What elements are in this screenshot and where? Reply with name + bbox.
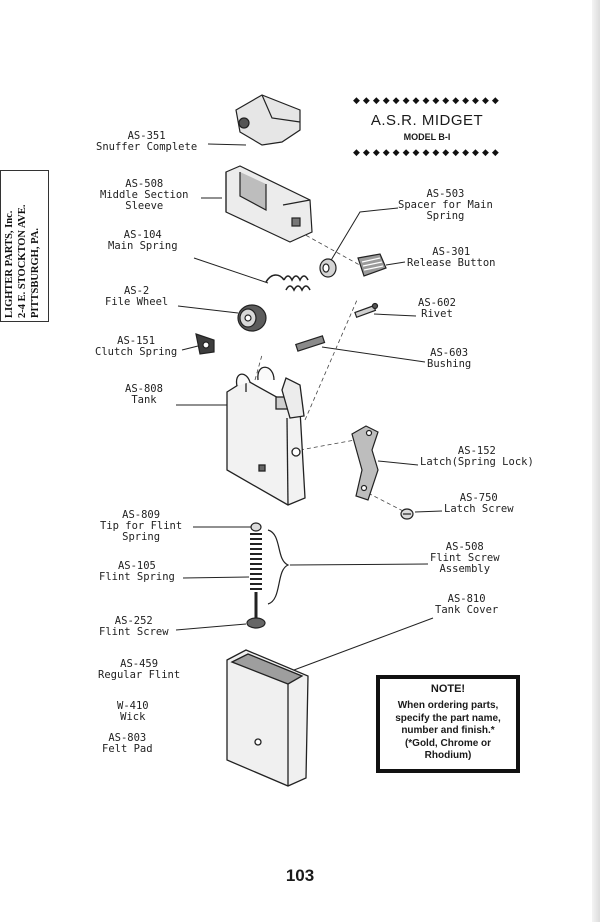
ordering-note: NOTE! When ordering parts, specify the p… bbox=[376, 675, 520, 773]
note-heading: NOTE! bbox=[430, 683, 466, 695]
leader-snuffer bbox=[207, 143, 247, 146]
tank-part bbox=[226, 366, 306, 506]
file-wheel-part bbox=[237, 304, 267, 332]
page-edge-shadow bbox=[592, 0, 600, 922]
rivet-part bbox=[354, 302, 379, 319]
latch-part bbox=[351, 425, 379, 501]
middle-sleeve-part bbox=[225, 165, 313, 243]
leader-tank-cover bbox=[293, 617, 434, 671]
diagram-title: A.S.R. MIDGET bbox=[370, 112, 484, 129]
leader-latch bbox=[377, 460, 419, 466]
leader-flint-screw bbox=[175, 623, 247, 631]
bushing-part bbox=[295, 335, 326, 352]
leader-release-button bbox=[385, 261, 406, 266]
note-body: When ordering parts, specify the part na… bbox=[395, 700, 501, 761]
page-number: 103 bbox=[285, 866, 315, 885]
leader-flint-assembly bbox=[289, 563, 429, 566]
leader-latch-screw bbox=[414, 510, 443, 513]
latch-screw-part bbox=[400, 508, 414, 520]
release-button-part bbox=[357, 253, 387, 277]
leader-main-spring bbox=[193, 257, 269, 284]
flint-screw-assembly-part bbox=[246, 522, 290, 629]
title-dots-bottom: ◆◆◆◆◆◆◆◆◆◆◆◆◆◆◆ bbox=[353, 147, 502, 157]
tank-cover-part bbox=[226, 649, 309, 787]
leader-clutch-spring bbox=[181, 345, 199, 351]
diagram-model: MODEL B-I bbox=[403, 132, 451, 142]
leader-flint-spring bbox=[182, 576, 250, 579]
leader-bushing bbox=[321, 346, 426, 363]
company-stamp: LIGHTER PARTS, Inc. 2-4 E. STOCKTON AVE.… bbox=[0, 170, 49, 322]
spacer-part bbox=[319, 258, 337, 278]
leader-rivet bbox=[373, 313, 417, 317]
clutch-spring-part bbox=[195, 333, 215, 355]
main-spring-part bbox=[265, 274, 311, 292]
leader-file-wheel bbox=[177, 305, 239, 314]
snuffer-part bbox=[235, 94, 301, 146]
leader-spacer bbox=[329, 207, 399, 263]
title-dots-top: ◆◆◆◆◆◆◆◆◆◆◆◆◆◆◆ bbox=[353, 95, 502, 105]
diagram-title-block: ◆◆◆◆◆◆◆◆◆◆◆◆◆◆◆ A.S.R. MIDGET MODEL B-I … bbox=[353, 95, 501, 157]
